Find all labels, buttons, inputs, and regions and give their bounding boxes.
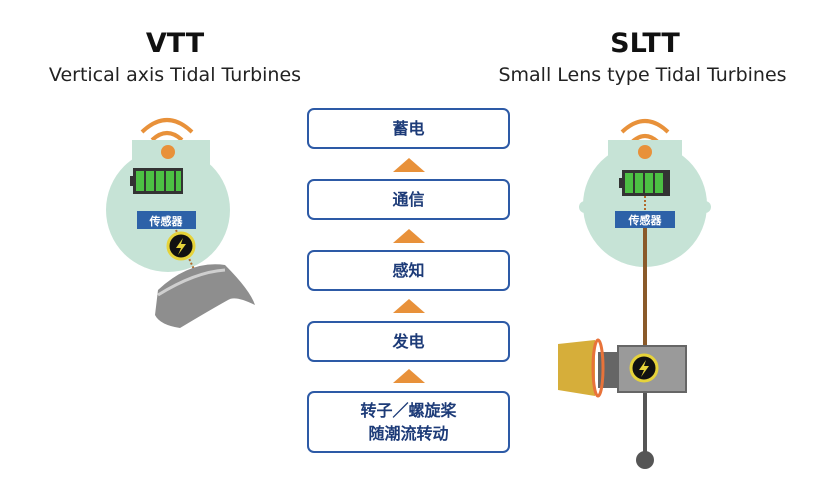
step-label: 转子／螺旋桨 — [360, 401, 457, 420]
up-arrow-icon — [393, 229, 425, 243]
sltt-illustration: 传感器 — [558, 119, 711, 469]
up-arrow-icon — [393, 299, 425, 313]
power-icon — [629, 353, 659, 383]
vtt-illustration: 传感器 — [106, 118, 255, 328]
sensor-label: 传感器 — [628, 213, 663, 227]
sensor-label: 传感器 — [149, 214, 184, 228]
step-label: 通信 — [392, 190, 425, 209]
power-icon — [166, 231, 196, 261]
step-sensing: 感知 — [307, 250, 510, 291]
sensor-chip — [137, 211, 196, 229]
step-generation: 发电 — [307, 321, 510, 362]
step-communication: 通信 — [307, 179, 510, 220]
wifi-icon — [620, 119, 670, 144]
vtt-subtitle: Vertical axis Tidal Turbines — [48, 64, 302, 86]
battery-icon — [619, 170, 670, 196]
step-label: 蓄电 — [392, 119, 425, 138]
step-label: 发电 — [392, 332, 425, 351]
up-arrow-icon — [393, 369, 425, 383]
sltt-subtitle: Small Lens type Tidal Turbines — [498, 64, 787, 86]
up-arrow-icon — [393, 158, 425, 172]
battery-icon — [130, 168, 183, 194]
step-label: 感知 — [392, 261, 425, 280]
step-storage: 蓄电 — [307, 108, 510, 149]
step-label: 随潮流转动 — [368, 424, 449, 443]
vtt-title: VTT — [145, 28, 205, 59]
sensor-chip — [615, 211, 675, 228]
wifi-icon — [140, 118, 194, 142]
sltt-title: SLTT — [610, 28, 680, 59]
step-rotor: 转子／螺旋桨 随潮流转动 — [307, 391, 510, 453]
